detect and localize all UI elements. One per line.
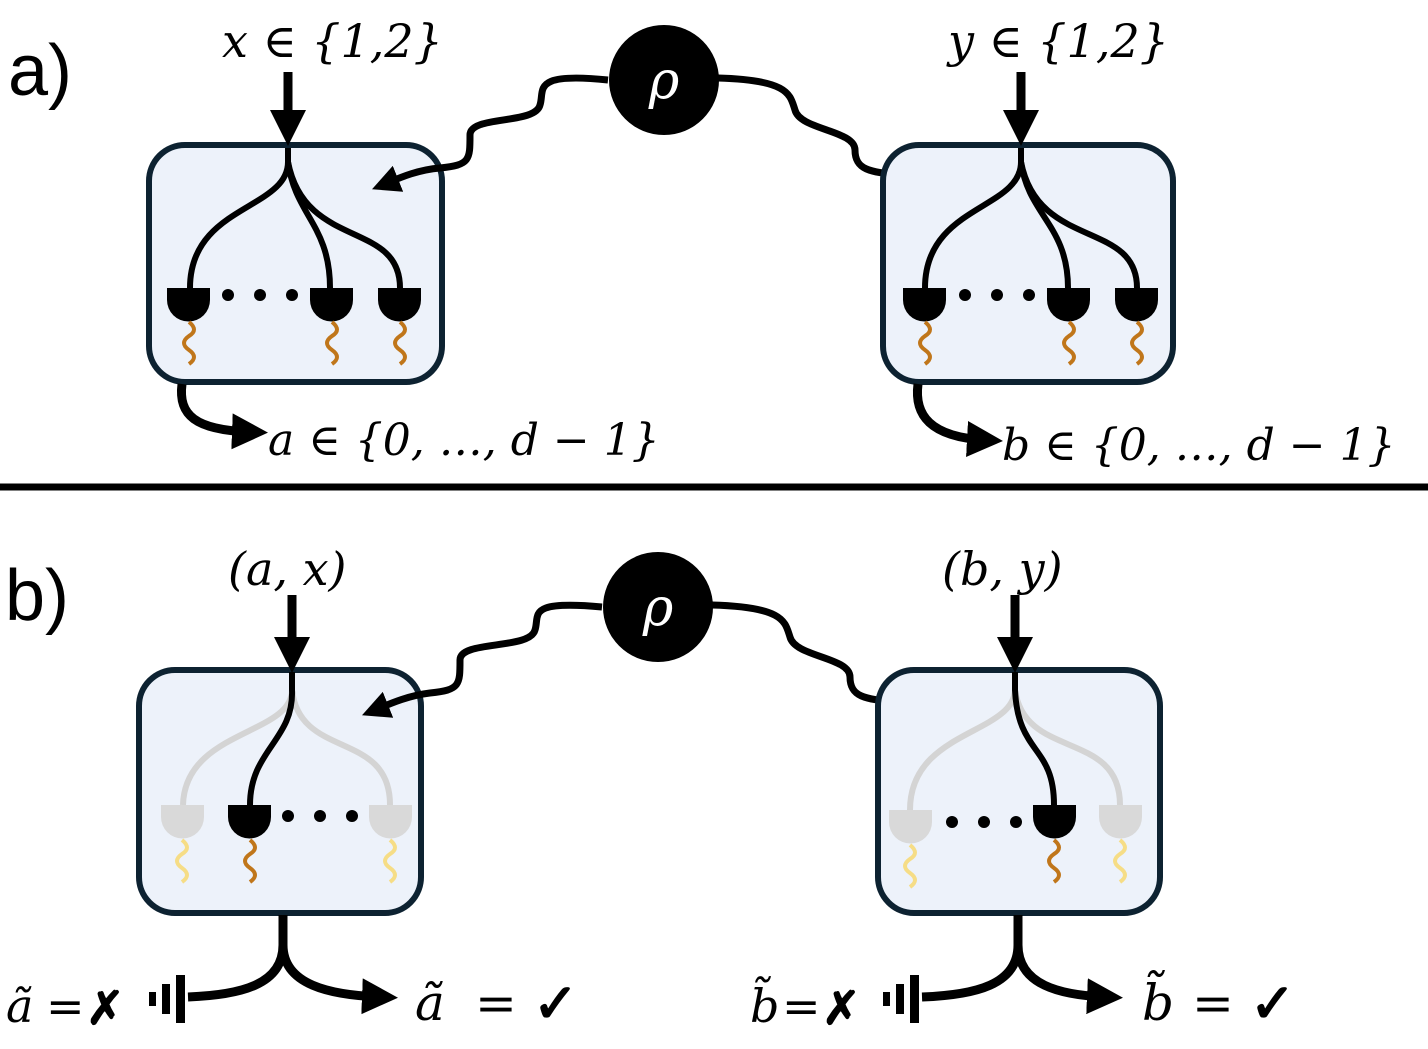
panel-b: b) xyxy=(5,542,1295,1035)
alice-fail-label: ã = ✗ xyxy=(6,979,125,1035)
beam-splitter-wires-a-bob xyxy=(922,148,1140,289)
ellipsis-dots xyxy=(282,810,358,822)
beam-splitter-wires-a-alice xyxy=(187,148,403,289)
bob-measurement-box-a xyxy=(880,72,1176,457)
detector-icon xyxy=(889,810,932,889)
svg-text:ã: ã xyxy=(415,974,445,1032)
alice-measurement-box-a xyxy=(146,72,445,450)
panel-b-label: b) xyxy=(5,556,69,636)
detector-icon xyxy=(1115,288,1158,366)
check-mark-icon: ✓ xyxy=(1250,971,1295,1035)
source-rho-label-a: ρ xyxy=(648,51,680,111)
active-wire xyxy=(1012,672,1057,806)
entangled-source-a: ρ xyxy=(372,25,959,195)
alice-input-label-b: (a, x) xyxy=(228,542,347,596)
entangled-source-b: ρ xyxy=(362,552,952,722)
bob-pass-label: b̃ = ✓ xyxy=(1142,970,1295,1035)
svg-text:=: = xyxy=(1192,974,1234,1032)
source-rho-label-b: ρ xyxy=(642,578,674,638)
svg-text:b̃: b̃ xyxy=(750,976,779,1033)
bob-fail-label: b̃ = ✗ xyxy=(750,976,861,1035)
cross-mark-icon: ✗ xyxy=(822,981,861,1035)
bob-input-label-a: y ∈ {1,2} xyxy=(946,14,1169,68)
inactive-wires xyxy=(180,689,393,806)
ground-icon xyxy=(149,975,185,1023)
panel-a: a) xyxy=(8,14,1396,471)
detector-icon xyxy=(369,805,412,884)
alice-output-label-a: a ∈ {0, …, d − 1} xyxy=(268,415,660,466)
detector-icon xyxy=(167,288,210,366)
bob-input-label-b: (b, y) xyxy=(942,542,1063,596)
svg-text:b̃: b̃ xyxy=(1142,970,1174,1032)
inactive-wires xyxy=(907,689,1123,811)
bob-output-label-a: b ∈ {0, …, d − 1} xyxy=(1002,420,1396,471)
output-fork-bob xyxy=(921,915,1123,1015)
detector-icon xyxy=(161,805,204,884)
output-fork-alice xyxy=(187,915,398,1015)
alice-pass-label: ã = ✓ xyxy=(415,971,578,1035)
alice-measurement-box-b xyxy=(136,595,424,1023)
alice-input-label-a: x ∈ {1,2} xyxy=(222,14,443,68)
detector-icon xyxy=(1099,805,1142,884)
bob-measurement-box-b xyxy=(875,595,1163,1023)
ellipsis-dots xyxy=(946,816,1022,828)
ground-icon xyxy=(883,975,919,1023)
detector-icon xyxy=(228,805,271,884)
svg-text:=: = xyxy=(46,979,85,1033)
detector-icon xyxy=(1047,288,1090,366)
check-mark-icon: ✓ xyxy=(533,971,578,1035)
svg-text:=: = xyxy=(475,974,517,1032)
ellipsis-dots xyxy=(222,289,298,301)
ellipsis-dots xyxy=(959,289,1035,301)
panel-a-label: a) xyxy=(8,31,72,111)
active-wire xyxy=(247,672,296,806)
detector-icon xyxy=(1033,805,1076,884)
detector-icon xyxy=(378,288,421,366)
svg-text:=: = xyxy=(782,979,821,1033)
svg-text:ã: ã xyxy=(6,979,33,1033)
detector-icon xyxy=(903,288,946,366)
detector-icon xyxy=(310,288,353,366)
cross-mark-icon: ✗ xyxy=(86,981,125,1035)
